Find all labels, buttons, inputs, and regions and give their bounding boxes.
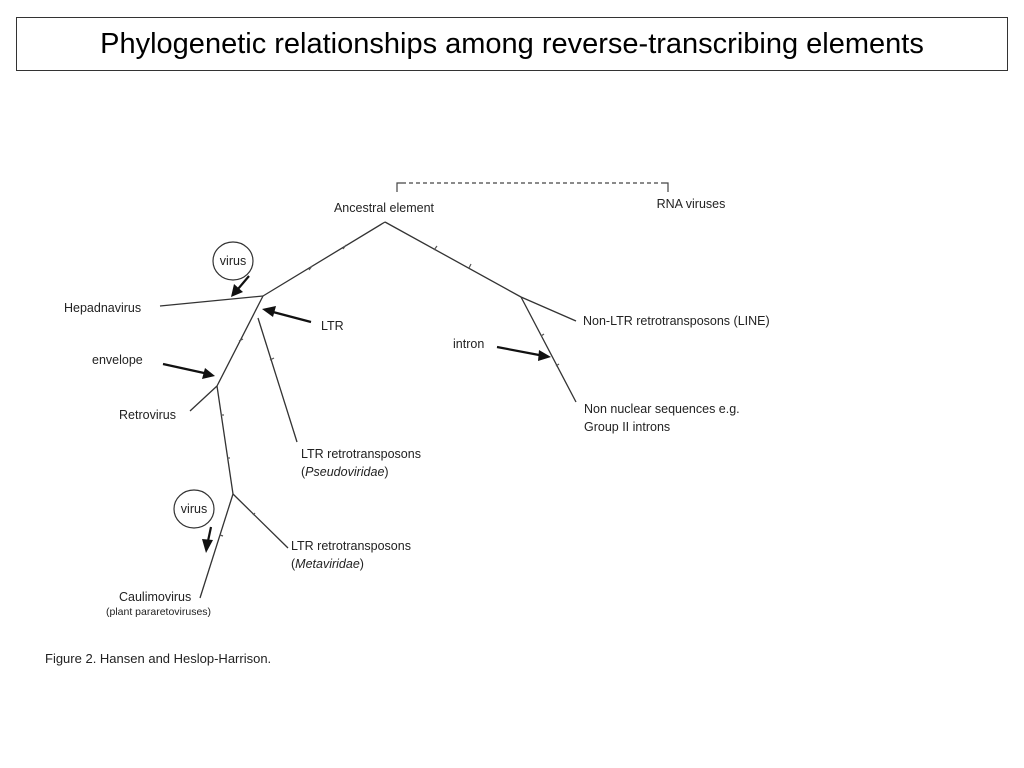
label-ltr-metaviridae-line1: LTR retrotransposons (291, 539, 411, 553)
label-non-ltr: Non-LTR retrotransposons (LINE) (583, 314, 770, 328)
label-non-nuclear-line1: Non nuclear sequences e.g. (584, 402, 740, 416)
branch-ltr-pseudoviridae (257, 317, 298, 443)
label-non-nuclear-line2: Group II introns (584, 420, 670, 434)
branch-non-ltr (520, 296, 577, 322)
tree-labels: Ancestral element RNA viruses Hepadnavir… (64, 197, 770, 618)
branch-ltr-metaviridae (232, 493, 289, 549)
branch-ticks (219, 244, 560, 537)
arrow-ltr-head (262, 306, 276, 317)
arrow-intron (496, 345, 540, 357)
label-retrovirus: Retrovirus (119, 408, 176, 422)
label-ancestral-element: Ancestral element (334, 201, 435, 215)
label-intron: intron (453, 337, 484, 351)
figure-caption: Figure 2. Hansen and Heslop-Harrison. (45, 651, 271, 666)
virus-bubble-upper: virus (212, 241, 254, 281)
arrow-virus-upper (237, 275, 250, 290)
branch-root-right (384, 221, 522, 298)
label-ltr-metaviridae-line2: (Metaviridae) (291, 557, 364, 571)
branch-hepadnavirus (159, 295, 264, 307)
branch-caulimovirus (199, 493, 234, 599)
label-ltr-pseudoviridae-line1: LTR retrotransposons (301, 447, 421, 461)
virus-bubble-upper-circle (212, 241, 254, 281)
virus-bubble-lower-circle (173, 489, 215, 529)
arrow-virus-lower-head (202, 539, 213, 553)
label-caulimovirus: Caulimovirus (119, 590, 191, 604)
label-envelope: envelope (92, 353, 143, 367)
branch-non-nuclear (520, 296, 577, 403)
virus-bubble-lower-label: virus (181, 502, 207, 516)
virus-bubble-lower: virus (173, 489, 215, 529)
label-ltr: LTR (321, 319, 344, 333)
arrow-ltr (272, 310, 312, 324)
virus-bubble-upper-label: virus (220, 254, 246, 268)
arrow-envelope (162, 362, 205, 375)
slide-title: Phylogenetic relationships among reverse… (16, 17, 1008, 71)
branch-lower-stem (216, 385, 234, 495)
arrow-envelope-head (202, 368, 215, 379)
tree-branches (159, 221, 577, 599)
label-rna-viruses: RNA viruses (657, 197, 726, 211)
branch-retrovirus (189, 385, 218, 412)
label-caulimovirus-sub: (plant pararetoviruses) (106, 606, 211, 618)
label-hepadnavirus: Hepadnavirus (64, 301, 141, 315)
branch-root-left (262, 221, 386, 297)
label-ltr-pseudoviridae-line2: (Pseudoviridae) (301, 465, 389, 479)
arrow-virus-upper-head (231, 284, 243, 297)
arrow-virus-lower (206, 526, 213, 542)
arrows (162, 275, 551, 553)
arrow-intron-head (538, 350, 551, 361)
rna-virus-link-bracket (396, 182, 669, 192)
